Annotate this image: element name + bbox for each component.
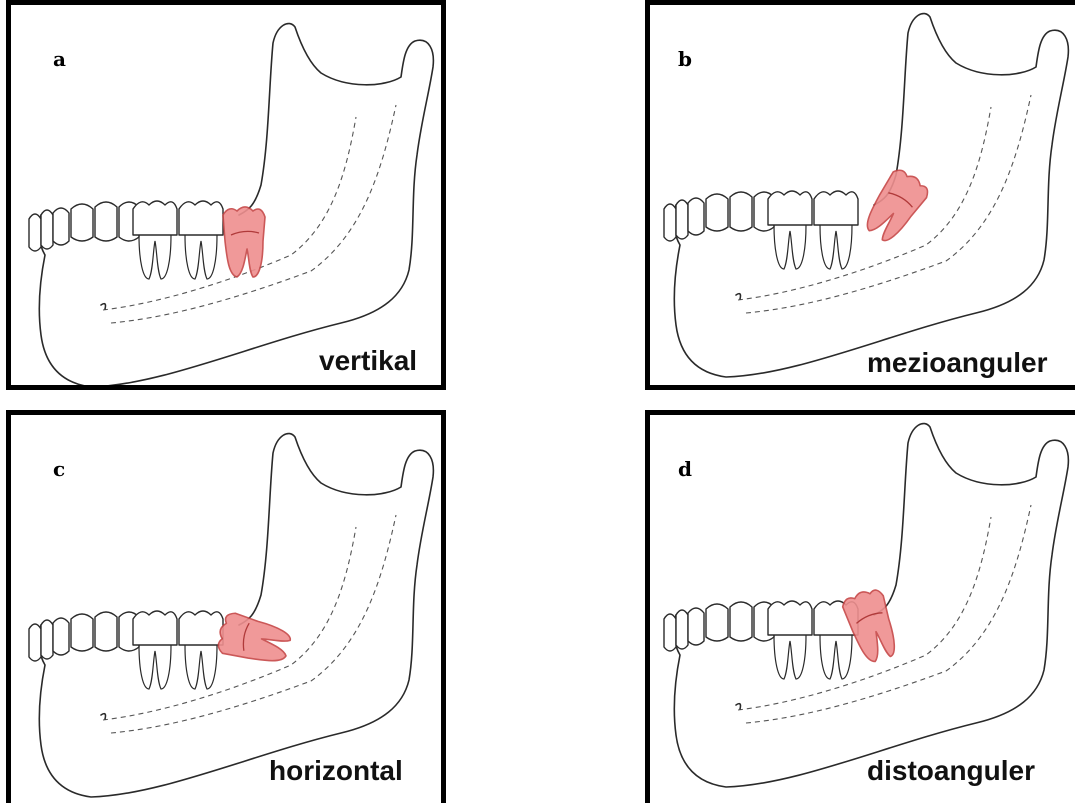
tooth bbox=[41, 620, 53, 659]
molar-root bbox=[820, 225, 852, 269]
panel-caption: horizontal bbox=[269, 755, 403, 787]
molar-root bbox=[820, 635, 852, 679]
tooth bbox=[664, 614, 676, 651]
tooth bbox=[706, 194, 728, 231]
molar-root bbox=[139, 235, 171, 279]
tooth bbox=[71, 614, 93, 651]
panel-caption: distoanguler bbox=[867, 755, 1035, 787]
tooth bbox=[676, 200, 688, 239]
molar-root bbox=[185, 645, 217, 689]
impacted-third-molar bbox=[215, 611, 293, 670]
molar-root bbox=[139, 645, 171, 689]
mental-foramen bbox=[736, 294, 741, 299]
molar-root bbox=[185, 235, 217, 279]
wisdom-tooth-shape bbox=[858, 165, 933, 246]
molar-crown bbox=[133, 611, 177, 645]
panel-letter: d bbox=[678, 457, 692, 481]
molar-crown bbox=[179, 201, 223, 235]
molar-crown bbox=[814, 191, 858, 225]
mental-foramen bbox=[736, 704, 741, 709]
panel-letter: a bbox=[53, 47, 66, 71]
mandible-diagram-distoanguler bbox=[650, 415, 1075, 803]
tooth bbox=[664, 204, 676, 241]
tooth bbox=[730, 602, 752, 641]
tooth bbox=[688, 608, 704, 645]
tooth bbox=[53, 208, 69, 245]
tooth bbox=[688, 198, 704, 235]
panel-horizontal: c horizontal bbox=[6, 410, 446, 803]
tooth bbox=[95, 202, 117, 241]
panel-caption: mezioanguler bbox=[867, 347, 1047, 379]
molar-crown bbox=[768, 601, 812, 635]
tooth bbox=[676, 610, 688, 649]
wisdom-tooth-shape bbox=[223, 207, 265, 277]
tooth bbox=[95, 612, 117, 651]
panel-vertikal: a vertikal bbox=[6, 0, 446, 390]
tooth bbox=[71, 204, 93, 241]
mental-foramen bbox=[101, 714, 106, 719]
impacted-third-molar bbox=[223, 207, 265, 277]
panel-distoanguler: d distoanguler bbox=[645, 410, 1075, 803]
panel-mezioanguler: b mezioanguler bbox=[645, 0, 1075, 390]
mental-foramen bbox=[101, 304, 106, 309]
tooth bbox=[53, 618, 69, 655]
mandible-diagram-mezioanguler bbox=[650, 5, 1075, 390]
panel-letter: b bbox=[678, 47, 692, 71]
mandible-diagram-horizontal bbox=[11, 415, 446, 803]
tooth bbox=[29, 214, 41, 251]
panel-caption: vertikal bbox=[319, 345, 417, 377]
molar-root bbox=[774, 225, 806, 269]
molar-crown bbox=[179, 611, 223, 645]
tooth bbox=[41, 210, 53, 249]
molar-root bbox=[774, 635, 806, 679]
tooth bbox=[29, 624, 41, 661]
impacted-third-molar bbox=[858, 165, 933, 246]
tooth bbox=[706, 604, 728, 641]
molar-crown bbox=[133, 201, 177, 235]
tooth bbox=[730, 192, 752, 231]
mandible-diagram-vertikal bbox=[11, 5, 446, 390]
panel-letter: c bbox=[53, 457, 65, 481]
molar-crown bbox=[768, 191, 812, 225]
wisdom-tooth-shape bbox=[215, 611, 293, 670]
